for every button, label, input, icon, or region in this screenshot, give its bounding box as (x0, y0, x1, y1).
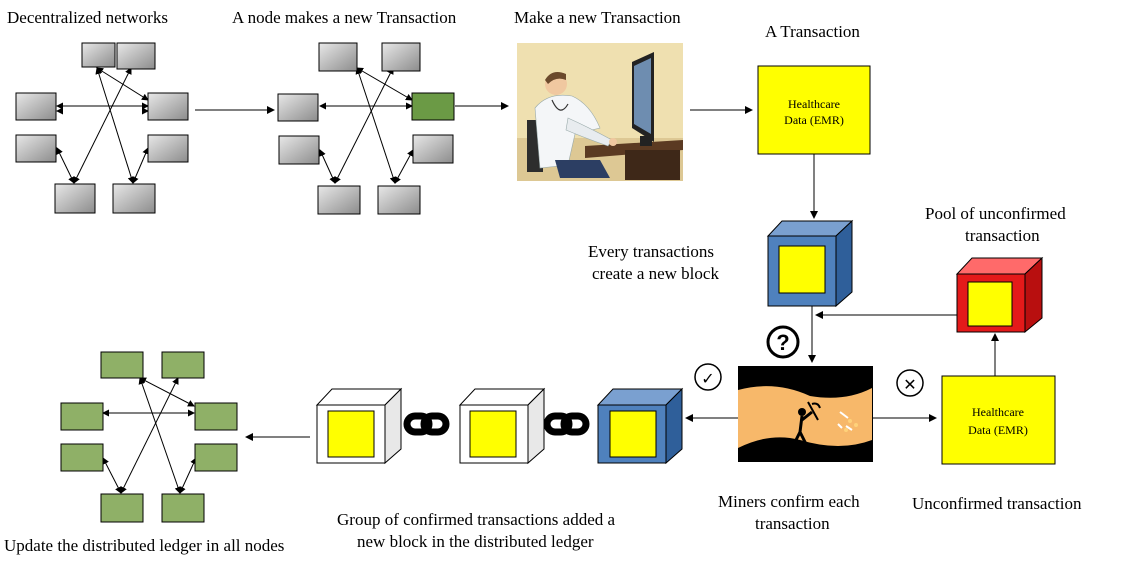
label-a-transaction: A Transaction (765, 22, 860, 41)
check-icon: ✓ (694, 363, 722, 391)
active-node (411, 92, 455, 121)
label-group-1: Group of confirmed transactions added a (337, 510, 615, 529)
label-decentralized: Decentralized networks (7, 8, 168, 27)
network-node (100, 493, 144, 523)
network-updated-ledger (60, 351, 238, 523)
label-group-2: new block in the distributed ledger (357, 532, 594, 551)
chain-link-icon (403, 412, 450, 436)
tx-line1: Healthcare (788, 97, 840, 111)
network-node (412, 134, 454, 164)
chain-block-white (458, 387, 546, 465)
network-node (147, 134, 189, 163)
transaction-box: Healthcare Data (EMR) (757, 65, 871, 155)
label-node-makes: A node makes a new Transaction (232, 8, 457, 27)
label-unconfirmed: Unconfirmed transaction (912, 494, 1082, 513)
label-miners-2: transaction (755, 514, 830, 533)
chain-block-blue (596, 387, 684, 465)
svg-text:✕: ✕ (903, 375, 916, 394)
network-node (381, 42, 421, 72)
network-node (81, 42, 116, 68)
chain-block-white (315, 387, 403, 465)
new-block-blue (766, 219, 854, 308)
network-node (100, 351, 144, 379)
network-node (116, 42, 156, 70)
network-node (377, 185, 421, 215)
cross-icon: ✕ (896, 369, 924, 397)
unconfirmed-transaction-box: Healthcare Data (EMR) (941, 375, 1056, 465)
network-node (278, 135, 320, 165)
label-pool-2: transaction (965, 226, 1040, 245)
doctor-computer-illustration (517, 43, 683, 181)
label-pool-1: Pool of unconfirmed (925, 204, 1066, 223)
network-new-transaction (277, 42, 455, 215)
network-node (318, 42, 358, 72)
network-node (161, 351, 205, 379)
svg-text:✓: ✓ (701, 369, 714, 388)
network-node (277, 93, 319, 122)
unconf-line2: Data (EMR) (968, 423, 1028, 437)
network-node (317, 185, 361, 215)
chain-link-icon (543, 412, 590, 436)
label-miners-1: Miners confirm each (718, 492, 860, 511)
network-node (15, 92, 57, 121)
svg-text:?: ? (776, 330, 789, 355)
network-node (161, 493, 205, 523)
miners-illustration (738, 366, 873, 462)
tx-line2: Data (EMR) (784, 113, 844, 127)
label-every-2: create a new block (592, 264, 719, 283)
network-node (112, 183, 156, 214)
network-node (147, 92, 189, 121)
unconfirmed-pool-block (955, 256, 1044, 334)
question-icon: ? (766, 325, 800, 359)
network-node (60, 402, 104, 431)
network-node (194, 443, 238, 472)
unconf-line1: Healthcare (972, 405, 1024, 419)
network-node (60, 443, 104, 472)
network-node (194, 402, 238, 431)
network-node (15, 134, 57, 163)
label-make-new: Make a new Transaction (514, 8, 681, 27)
network-node (54, 183, 96, 214)
label-every-1: Every transactions (588, 242, 714, 261)
network-decentralized (15, 42, 189, 214)
label-update: Update the distributed ledger in all nod… (4, 536, 284, 555)
